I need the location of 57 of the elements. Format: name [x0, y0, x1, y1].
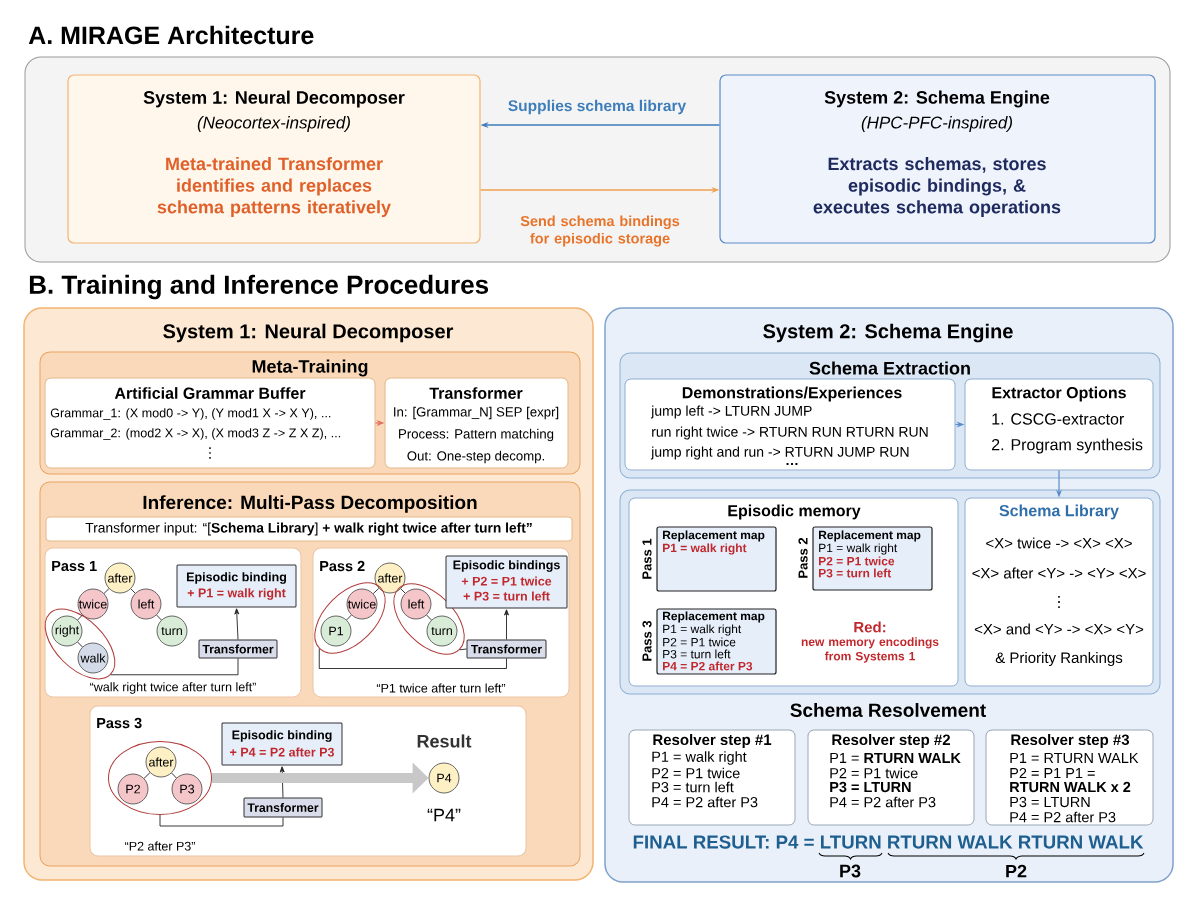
line — [346, 614, 352, 621]
line — [77, 641, 83, 648]
transformer-box: Transformer In: [Grammar_N] SEP [expr] Process: Pattern matching Out: One-step decomp. — [384, 377, 569, 469]
line — [171, 772, 177, 779]
node-label: P1 = walk right — [819, 543, 898, 555]
system-box: System 2: Schema Engine (HPC-PFC-inspired) Extracts schemas, stores episodic bindings, & executes schema operations — [719, 74, 1156, 244]
node-label: P3 = turn left — [663, 649, 731, 659]
edge-label: Supplies schema library — [508, 99, 687, 115]
transformer-box: Transformer — [243, 797, 323, 818]
line — [156, 614, 162, 621]
node-label: P4 = P2 after P3 — [663, 661, 753, 671]
line — [130, 588, 136, 594]
transformer-box: Transformer — [198, 639, 278, 659]
line — [318, 648, 507, 669]
line — [159, 814, 284, 827]
binding-box: Episodic binding + P1 = walk right — [176, 564, 297, 608]
group-ellipse — [108, 741, 212, 815]
pass-label: Pass 2 — [798, 537, 808, 578]
transformer-box: Transformer — [466, 639, 547, 659]
line — [77, 614, 83, 621]
binding-box: Episodic bindings + P2 = P1 twice + P3 = turn left — [445, 555, 568, 609]
step-box: Resolver step #1 P1 = walk right P2 = P1 twice P3 = turn left P4 = P2 after P3 — [628, 729, 796, 826]
node-label: P2 = P1 twice — [663, 637, 736, 647]
library-box: Schema Library <X> twice -> <X> <X> <X> after <Y> -> <Y> <X> ⋮ <X> and <Y> -> <X> <Y> & Priority Rankings — [964, 497, 1154, 687]
arrow — [504, 609, 509, 640]
line — [110, 658, 239, 676]
binding-box: Episodic binding + P4 = P2 after P3 — [221, 722, 343, 766]
arrow — [234, 608, 240, 640]
line — [372, 588, 380, 594]
grammar-box: Artificial Grammar Buffer Grammar_1: (X mod0 -> Y), (Y mod1 X -> X Y), ... Grammar_2: (mod2 X -> X), (X mod3 Z -> Z X Z), ... ⋮ — [44, 377, 376, 469]
input-box: Transformer input: “[Schema Library] + walk right twice after turn left” — [45, 516, 573, 542]
line — [426, 614, 432, 621]
pass-label: Pass 3 — [642, 620, 652, 661]
map-box: Replacement map P1 = walk right P2 = P1 twice P3 = turn left — [812, 526, 933, 591]
step-box: Resolver step #3 P1 = RTURN WALK P2 = P1 P1 = RTURN WALK x 2 P3 = LTURN P4 = P2 after P3 — [985, 729, 1154, 826]
map-box: Replacement map P1 = walk right P2 = P1 twice P3 = turn left P4 = P2 after P3 — [656, 608, 777, 675]
edge-label: Send schema bindings for episodic storage — [520, 215, 680, 247]
node-label: A. MIRAGE Architecture — [28, 25, 314, 45]
node-label: P1 = walk right — [663, 624, 742, 636]
line — [143, 772, 151, 779]
line — [400, 588, 406, 594]
system-box: System 1: Neural Decomposer (Neocortex-inspired) Meta-trained Transformer identifies and replaces schema patterns iteratively — [67, 74, 481, 244]
result-caption: “P4” — [427, 808, 461, 822]
line — [103, 588, 110, 594]
node-label: Replacement map — [819, 530, 921, 542]
arrow — [279, 766, 285, 798]
node-label: Replacement map — [663, 611, 765, 623]
demo-box: Demonstrations/Experiences jump left -> LTURN JUMP run right twice -> RTURN RUN RTURN RUN jump right and run -> RTURN JUMP RUN … — [624, 378, 956, 471]
map-box: Replacement map P1 = walk right — [656, 526, 777, 592]
options-box: Extractor Options 1. CSCG-extractor 2. Program synthesis — [964, 378, 1154, 471]
node-label: P2 = P1 twice — [819, 556, 895, 566]
line — [459, 648, 467, 651]
pass-label: Pass 1 — [642, 538, 652, 579]
section-heading: B. Training and Inference Procedures — [29, 274, 489, 300]
step-box: Resolver step #2 P1 = RTURN WALK P2 = P1 twice P3 = LTURN P4 = P2 after P3 — [807, 729, 975, 826]
node-label: P3 = turn left — [819, 568, 892, 578]
result-heading: Result — [417, 734, 472, 748]
